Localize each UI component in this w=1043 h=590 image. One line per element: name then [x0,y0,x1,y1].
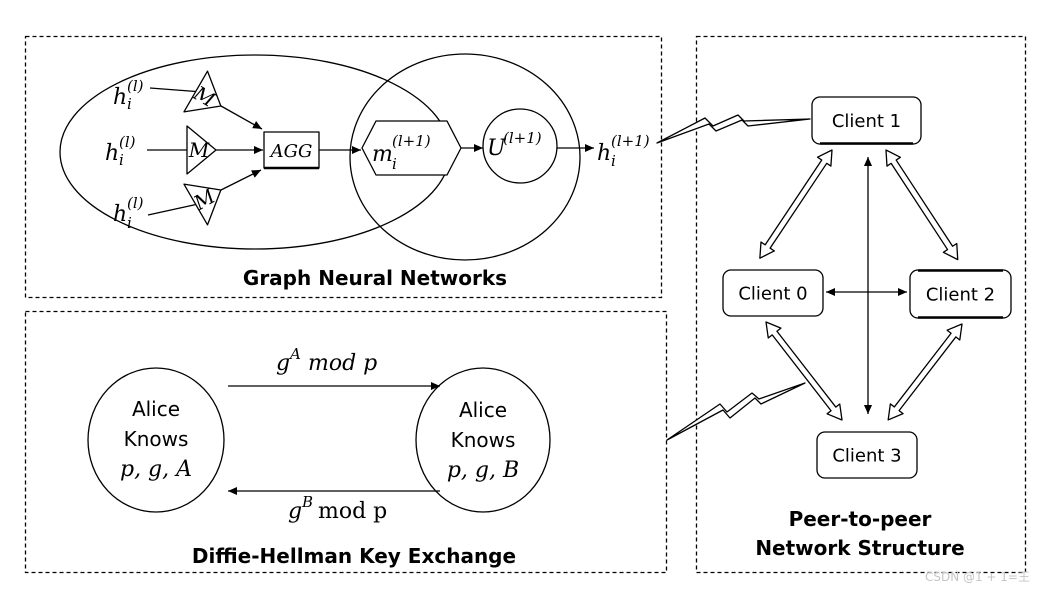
message-to-left-sup: B [301,493,313,511]
input-embedding-sup: (l) [119,133,136,151]
message-to-right-sup: A [288,345,301,363]
client-3-box [816,431,918,479]
output-embedding-sub: i [611,152,616,170]
output-embedding-base: h [597,141,611,166]
message-triangle [186,125,217,175]
input-embedding-base: h [113,202,127,227]
link-client2-client3 [887,323,963,421]
client-3-node: Client 3 [816,431,918,479]
message-to-right-base: g [276,351,290,376]
message-function-middle: M [186,125,217,175]
client-0-label: Client 0 [738,284,807,305]
input-embedding-sub: i [127,214,132,232]
input-embedding-sup: (l) [127,194,144,212]
message-function-top: M [183,70,222,113]
dh-panel: Alice Knows p, g, A Alice Knows p, g, B … [24,310,668,574]
lightning-link-dh-to-p2p [666,382,806,441]
edge-input-bottom-to-message [147,203,197,216]
input-embedding-top: h (l) i [113,77,144,113]
party-right-circle [415,367,551,513]
p2p-panel-border [695,35,1027,574]
party-right: Alice Knows p, g, B [415,367,551,513]
arrow-message-bottom-to-agg [220,169,262,191]
edge-input-top-to-message [149,87,197,93]
message-triangle [183,70,222,113]
message-to-left-rest: mod p [318,499,387,524]
client-1-node: Client 1 [811,96,922,145]
input-embedding-base: h [113,85,127,110]
input-embedding-middle: h (l) i [105,133,136,169]
client-2-label: Client 2 [926,285,995,306]
aggregate-box: AGG [263,131,320,170]
update-function-base: U [487,136,507,161]
aggregated-message-sub: i [392,155,397,173]
client-3-label: Client 3 [832,446,901,467]
client-2-node: Client 2 [909,269,1012,319]
aggregate-label: AGG [269,141,313,162]
input-embedding-bottom: h (l) i [113,194,144,232]
party-right-knows: Knows [451,428,516,452]
output-embedding-sup: (l+1) [611,132,650,150]
update-function-sup: (l+1) [503,129,542,147]
aggregated-message-base: m [372,142,393,167]
p2p-title-line1: Peer-to-peer [789,507,932,531]
message-function-label: M [188,138,210,162]
input-embedding-sub: i [127,95,132,113]
client-0-box [722,269,824,317]
aggregated-message-hexagon: m (l+1) i [361,120,462,176]
arrow-message-top-to-agg [220,105,263,130]
update-circle-shape [482,108,558,184]
dh-title: Diffie-Hellman Key Exchange [192,544,516,568]
party-right-name: Alice [459,398,507,422]
lightning-link-gnn-to-p2p [656,114,811,144]
link-client1-client2 [885,149,959,261]
update-function-circle: U (l+1) [482,108,558,184]
message-function-bottom: M [183,183,222,226]
message-to-right-rest: mod p [308,351,377,376]
input-embedding-sub: i [119,151,124,169]
message-to-left-base: g [288,499,302,524]
p2p-panel: Client 1 Client 0 Client 2 Client 3 Peer… [695,35,1027,574]
update-scope-circle [349,53,581,261]
p2p-title-line2: Network Structure [755,536,964,560]
party-left-circle [87,367,225,513]
party-right-values: p, g, B [447,458,519,483]
party-left-name: Alice [132,397,180,421]
gnn-title: Graph Neural Networks [243,266,507,290]
message-triangle [183,183,222,226]
watermark: CSDN @1 + 1=王 [925,570,1030,584]
party-left: Alice Knows p, g, A [87,367,225,513]
input-embedding-sup: (l) [127,77,144,95]
dh-panel-border [24,310,668,574]
message-to-right-label: g A mod p [276,345,377,376]
gnn-panel: h (l) i h (l) i h (l) i M M M [24,35,663,299]
gnn-panel-border [24,35,663,299]
input-embedding-base: h [105,141,119,166]
client-1-label: Client 1 [832,111,901,132]
message-to-left-label: g B mod p [288,493,387,524]
link-client0-client3 [765,321,843,421]
party-left-knows: Knows [124,427,189,451]
client-0-node: Client 0 [722,269,824,317]
link-client1-client0 [759,149,833,259]
party-left-values: p, g, A [120,457,192,482]
aggregated-message-sup: (l+1) [392,132,431,150]
output-embedding: h (l+1) i [597,132,650,170]
